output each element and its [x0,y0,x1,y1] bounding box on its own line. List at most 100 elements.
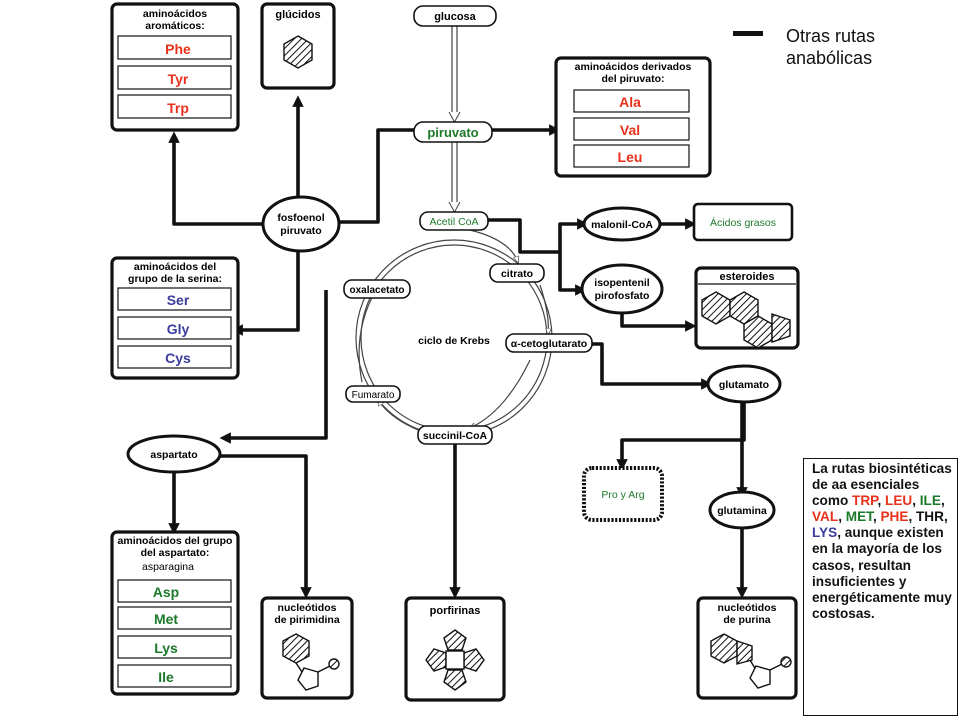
amino-phe: Phe [165,41,191,57]
piruvato-derivados-title-2: del piruvato: [601,73,664,85]
node-oxalacetato: oxalacetato [343,279,411,299]
aspartato-label: aspartato [150,449,197,461]
note-segment: , [877,493,886,509]
amino-met: Met [154,611,178,627]
box-pirimidina: nucleótidos de pirimidina [260,596,354,700]
purine-nucleotide-icon [710,633,792,689]
steroid-icon [701,291,791,349]
amino-asp: Asp [153,584,179,600]
note-segment: , [872,509,877,525]
oxalacetato-label: oxalacetato [349,285,404,296]
path-to-aromaticos [168,131,270,226]
piruvato-label: piruvato [427,125,478,140]
glutamato-label: glutamato [719,379,769,391]
pirimidina-title-1: nucleótidos [278,602,337,614]
pyrimidine-nucleotide-icon [282,633,340,691]
note-segment: LYS [812,525,838,541]
porphyrin-icon [425,629,485,691]
amino-tyr: Tyr [168,71,189,87]
legend-line-2: anabólicas [786,48,873,68]
aspartato-grupo-title-1: aminoácidos del grupo [118,535,233,547]
note-segment: MET [845,509,873,525]
note-segment: , [940,493,945,509]
node-succinil: succinil-CoA [417,425,493,445]
glucosa-label: glucosa [434,11,476,23]
amino-ile: Ile [158,669,174,685]
acetil-coa-label: Acetil CoA [429,216,478,228]
node-glutamato: glutamato [706,364,782,404]
esteroides-title: esteroides [719,271,774,283]
note-segment: PHE [876,509,909,525]
path-to-malonil [488,218,589,254]
legend-line-swatch [733,31,763,36]
path-to-serina [231,250,300,336]
node-aspartato: aspartato [126,434,222,474]
hexagon-icon [283,35,313,69]
piruvato-derivados-title-1: aminoácidos derivados [575,61,692,73]
node-malonil: malonil-CoA [582,206,662,242]
note-segment: , [912,493,920,509]
amino-ala: Ala [619,94,641,110]
fosfoenol-label-2: piruvato [280,225,321,237]
glutamina-label: glutamina [717,505,767,517]
note-segment: TRP [852,493,878,509]
node-fumarato: Fumarato [345,385,401,403]
purina-title-2: de purina [723,614,770,626]
note-segment: LEU [885,493,913,509]
acidos-grasos-label: Ácidos grasos [710,216,776,229]
box-serina: aminoácidos del grupo de la serina: Ser … [110,256,240,380]
isopentenil-label-1: isopentenil [594,277,650,289]
path-piruvato-fosfoenol [330,128,414,224]
node-citrato: citrato [489,263,545,283]
isopentenil-label-2: pirofosfato [595,290,650,302]
fosfoenol-label-1: fosfoenol [277,212,324,224]
glucidos-title: glúcidos [275,9,320,21]
node-isopentenil: isopentenil pirofosfato [580,263,664,315]
cetoglutarato-label: α-cetoglutarato [511,338,587,350]
legend-line-1: Otras rutas [786,26,876,46]
note-segment: , aunque existen en la mayoría de los ca… [812,525,952,621]
purina-title-1: nucleótidos [718,602,777,614]
amino-ser: Ser [167,292,190,308]
citrato-label: citrato [501,268,533,280]
node-cetoglutarato: α-cetoglutarato [505,333,593,353]
box-porfirinas: porfirinas [404,596,506,702]
aspartato-grupo-subtitle: asparagina [142,561,194,573]
amino-leu: Leu [618,149,643,165]
pro-arg-label: Pro y Arg [601,489,644,501]
pathway-lines [168,95,748,599]
amino-lys: Lys [154,640,178,656]
porfirinas-title: porfirinas [430,605,481,617]
node-piruvato: piruvato [413,121,493,143]
box-piruvato-derivados: aminoácidos derivados del piruvato: Ala … [554,56,712,178]
note-box: La rutas biosintéticas de aa esenciales … [803,458,958,716]
note-segment: , THR, [908,509,948,525]
path-to-glutamato [592,342,713,390]
note-segment: ILE [919,493,941,509]
malonil-label: malonil-CoA [591,219,653,231]
box-glucidos: glúcidos [260,2,336,90]
amino-val: Val [620,122,640,138]
box-aromaticos: aminoácidos aromáticos: Phe Tyr Trp [110,2,240,132]
serina-title-2: grupo de la serina: [128,273,222,285]
amino-gly: Gly [167,321,190,337]
amino-trp: Trp [167,100,189,116]
note-segment: , [838,509,846,525]
path-to-aspartato [219,290,328,444]
box-esteroides: esteroides [694,266,800,350]
path-to-isopentenil [558,252,587,296]
path-to-pirimidina [206,454,312,599]
path-to-pro-arg [616,402,746,471]
amino-cys: Cys [165,350,191,366]
fumarato-label: Fumarato [352,390,395,401]
node-pro-arg: Pro y Arg [582,466,664,522]
node-glucosa: glucosa [413,5,497,27]
aromaticos-title-2: aromáticos: [145,20,205,32]
aromaticos-title-1: aminoácidos [143,8,207,20]
ciclo-krebs-label: ciclo de Krebs [418,335,490,347]
note-segment: La rutas biosintéticas de aa esenciales … [812,461,952,509]
node-fosfoenol: fosfoenol piruvato [261,195,341,253]
succinil-label: succinil-CoA [423,430,488,442]
box-purina: nucleótidos de purina [696,596,798,700]
box-aspartato-grupo: aminoácidos del grupo del aspartato: asp… [110,530,240,696]
